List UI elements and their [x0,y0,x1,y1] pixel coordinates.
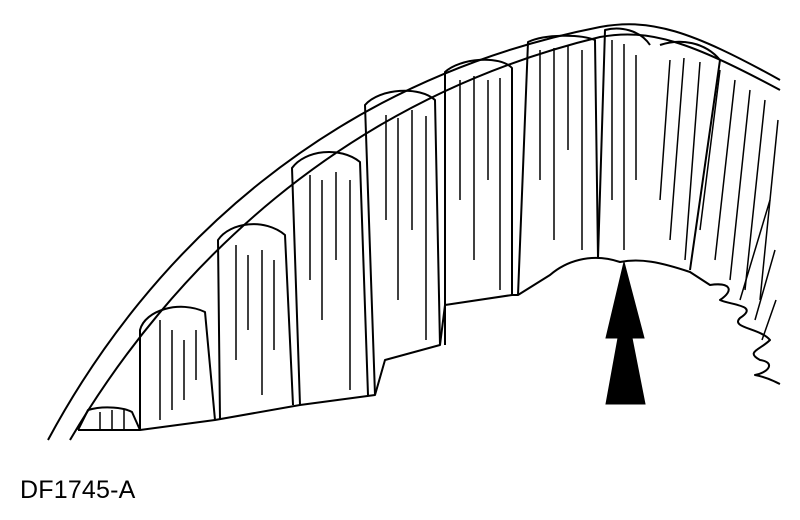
gear-tooth [77,406,141,431]
tooth-root-line [78,257,781,431]
inner-rim-line [69,33,781,441]
figure-id-caption: DF1745-A [20,476,136,504]
callout-arrow [605,261,646,405]
gear-tooth [659,40,721,271]
outer-rim-line [47,23,781,441]
gear-tooth [597,27,651,259]
gear-tooth [139,305,216,430]
gear-tooth [217,223,294,421]
gear-tooth [291,151,369,406]
gear-tooth [517,34,599,296]
gear-tooth [444,58,513,345]
gear-tooth [364,89,441,396]
gear-ring [47,23,781,441]
tooth-hatching [99,40,779,430]
